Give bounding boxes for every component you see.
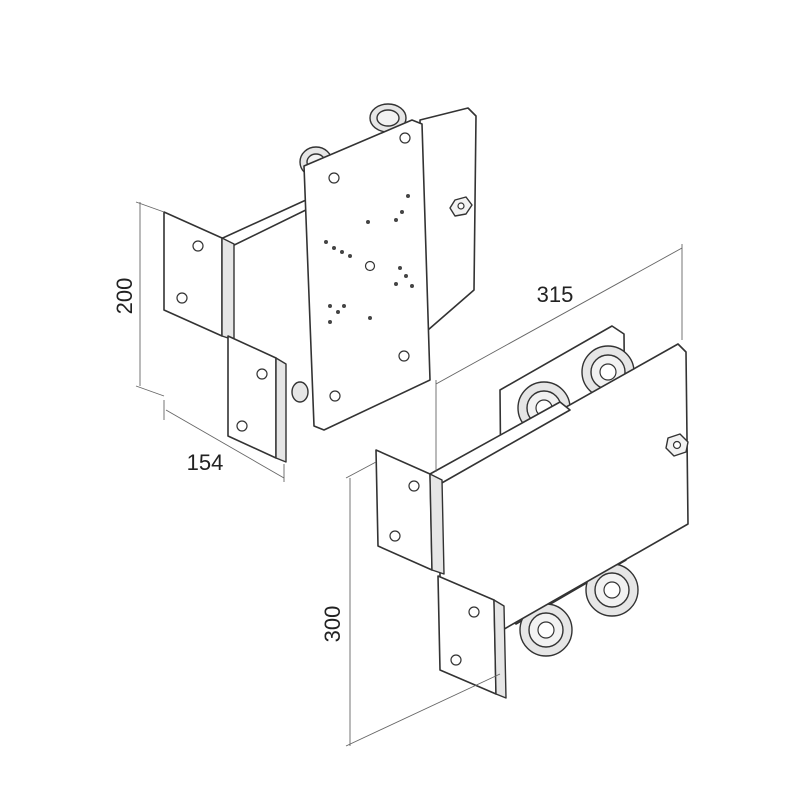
small-bolt-nut (449, 196, 473, 217)
small-face-plate-holes (324, 132, 414, 402)
large-bracket-assembly (375, 325, 689, 699)
small-bracket-lower-leg-edge (275, 357, 287, 463)
large-leg-hole-2 (389, 530, 401, 542)
small-lower-leg-hole-1 (256, 368, 268, 380)
dimension-label-200: 200 (112, 278, 137, 315)
small-lower-leg-hole-2 (236, 420, 248, 432)
large-lower-leg-hole-1 (468, 606, 480, 618)
small-leg-hole-1 (192, 240, 204, 252)
large-bolt-nut (665, 433, 689, 457)
small-side-plate (419, 107, 477, 331)
large-wheel-bottom-right (585, 563, 639, 617)
large-bracket-upper-leg (375, 449, 433, 571)
small-bracket-lower-leg (227, 335, 277, 459)
dimension-label-315: 315 (537, 282, 574, 307)
small-bracket-upper-leg-edge (221, 237, 235, 341)
small-bracket-upper-leg (163, 211, 223, 337)
large-bracket-lower-leg-edge (493, 599, 507, 699)
large-bracket-upper-leg-edge (429, 473, 445, 575)
small-bracket-assembly (163, 103, 477, 463)
dimension-label-300: 300 (320, 606, 345, 643)
large-leg-hole-1 (408, 480, 420, 492)
large-dimension-lines (345, 244, 683, 747)
small-dimension-lines (135, 201, 285, 482)
small-wheel-bottom (291, 381, 309, 403)
dimension-label-154: 154 (187, 450, 224, 475)
large-lower-leg-hole-2 (450, 654, 462, 666)
small-face-plate (303, 119, 431, 431)
large-wheel-bottom-left (519, 603, 573, 657)
small-leg-hole-2 (176, 292, 188, 304)
